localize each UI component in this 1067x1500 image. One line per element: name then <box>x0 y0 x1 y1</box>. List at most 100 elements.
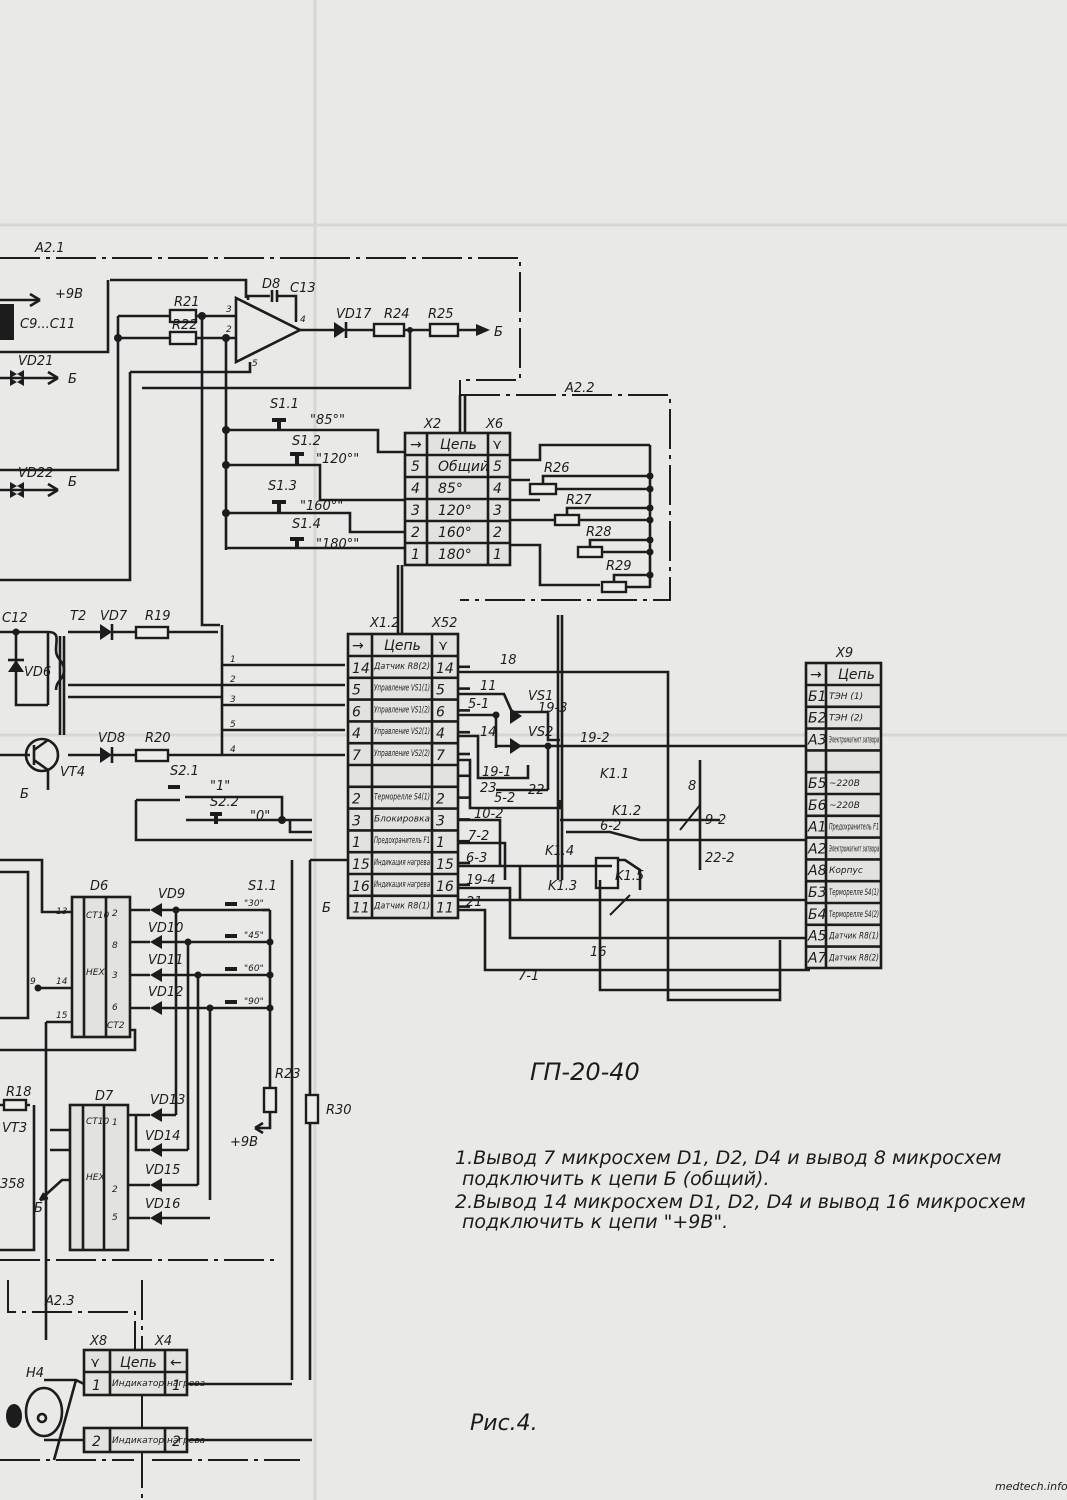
x6-fork-icon: ⋎ <box>492 437 502 453</box>
label-vd11: VD11 <box>148 953 183 968</box>
x8x4-header: Цепь <box>120 1355 157 1371</box>
label-s1-45: "45" <box>244 931 264 941</box>
watermark: medtech.info <box>995 1480 1067 1493</box>
x9-signal: ТЭН (2) <box>829 714 863 724</box>
x52-pin: 4 <box>436 726 445 742</box>
diode-vd22 <box>10 482 24 498</box>
x52-pin: 14 <box>436 661 454 677</box>
x12-pin: 1 <box>352 835 361 851</box>
svg-text:2: 2 <box>230 675 236 685</box>
diode-vd15 <box>150 1178 162 1192</box>
note-line: 1.Вывод 7 микросхем D1, D2, D4 и вывод 8… <box>455 1147 1002 1169</box>
x2x6-signal: Общий <box>438 459 489 475</box>
label-r20: R20 <box>145 731 171 746</box>
x9-signal: Терморелле S4(2) <box>829 910 879 920</box>
resistor-r25 <box>428 322 460 338</box>
label-vt3: VT3 <box>2 1121 27 1136</box>
label-d7: D7 <box>95 1089 114 1104</box>
x9-pin: Б2 <box>808 711 827 727</box>
x9-signal: Терморелле S4(1) <box>829 888 879 898</box>
x52-fork-icon: ⋎ <box>438 638 448 654</box>
label-vd22: VD22 <box>18 466 53 481</box>
note-line: подключить к цепи Б (общий). <box>462 1168 770 1190</box>
label-k11: K1.1 <box>600 767 629 782</box>
thyristor-vs1 <box>510 708 522 724</box>
wire-label: 9-2 <box>705 813 726 828</box>
thyristor-relay-section: VS1 VS2 K1.1 K1.2 K1.3 K1.4 K1.5 <box>458 615 860 1002</box>
svg-text:1: 1 <box>112 1118 118 1128</box>
x9-header: Цепь <box>838 667 875 683</box>
resistor-r22 <box>168 330 198 346</box>
resistor-r24 <box>372 322 406 338</box>
x52-pin: 2 <box>436 792 445 808</box>
label-x6: X6 <box>485 417 503 432</box>
x6-pin: 3 <box>493 503 502 519</box>
x52-pin: 11 <box>436 901 454 917</box>
wire-label: 11 <box>480 679 497 694</box>
label-s21-state: "1" <box>210 779 230 794</box>
x12-pin: 2 <box>352 792 361 808</box>
svg-text:4: 4 <box>300 315 306 325</box>
wire-top-loop <box>110 278 248 298</box>
x52-pin: 7 <box>436 748 445 764</box>
label-s13-temp: "160°" <box>300 499 343 514</box>
block-label-a21: A2.1 <box>34 241 65 256</box>
wire-label: 8 <box>688 779 696 794</box>
label-vt4: VT4 <box>60 765 85 780</box>
t2-primary <box>47 630 66 691</box>
svg-text:4: 4 <box>230 745 236 755</box>
x12x52-signal: Индикация нагрева <box>374 858 430 868</box>
x52-pin: 6 <box>436 704 445 720</box>
x12x52-signal: Датчик R8(2) <box>373 662 430 672</box>
x2x6-signal: 120° <box>438 503 472 519</box>
wire-label: 6-2 <box>600 819 621 834</box>
note-line: 2.Вывод 14 микросхем D1, D2, D4 и вывод … <box>455 1191 1026 1213</box>
x9-signal: ТЭН (1) <box>829 692 863 702</box>
x52-pin: 3 <box>436 813 445 829</box>
x12x52-signal: Терморелле S4(1) <box>374 793 430 803</box>
label-r30: R30 <box>326 1103 352 1118</box>
x12-pin: 7 <box>352 748 361 764</box>
label-s11: S1.1 <box>270 397 299 412</box>
label-c12: C12 <box>2 611 28 626</box>
svg-text:3: 3 <box>112 971 118 981</box>
label-b-vd21: Б <box>68 372 77 387</box>
label-vs2: VS2 <box>528 725 553 740</box>
label-d6-ct: CT10 <box>86 911 110 921</box>
label-r29: R29 <box>606 559 632 574</box>
svg-text:14: 14 <box>56 977 68 987</box>
label-x4: X4 <box>154 1334 172 1349</box>
resistor-r20 <box>134 748 170 763</box>
lamp-h4 <box>24 1386 64 1438</box>
svg-text:2: 2 <box>112 909 118 919</box>
svg-text:2: 2 <box>226 325 232 335</box>
x8x4-row2-right: 2 <box>172 1434 181 1450</box>
resistor-r27 <box>553 513 581 527</box>
x2-arrow-icon: → <box>410 437 422 453</box>
svg-text:2: 2 <box>112 1185 118 1195</box>
resistor-r21 <box>168 308 198 324</box>
label-r25: R25 <box>428 307 454 322</box>
x8x4-row1-right: 1 <box>172 1378 181 1394</box>
label-s11-temp: "85°" <box>310 413 345 428</box>
x12x52-signal: Предохранитель F1 <box>374 836 430 846</box>
x2-pin: 3 <box>411 503 420 519</box>
x8-arrow-icon: ⋎ <box>90 1355 100 1371</box>
x9-pin: Б4 <box>808 907 827 923</box>
label-r19: R19 <box>145 609 171 624</box>
label-r24: R24 <box>384 307 410 322</box>
opamp-d8: D8 C13 3 2 4 5 <box>0 277 316 369</box>
label-t2: T2 <box>70 609 86 624</box>
resistor-r30 <box>304 1093 320 1125</box>
label-c13: C13 <box>290 281 316 296</box>
block-label-a23: A2.3 <box>44 1294 75 1309</box>
x9-pin: А5 <box>807 929 827 945</box>
block-a21: A2.1 <box>0 241 521 395</box>
x52-pin: 1 <box>436 835 445 851</box>
diode-vd16 <box>150 1211 162 1225</box>
x12-pin: 3 <box>352 813 361 829</box>
x12x52-signal: Управление VS2(1) <box>374 727 430 737</box>
